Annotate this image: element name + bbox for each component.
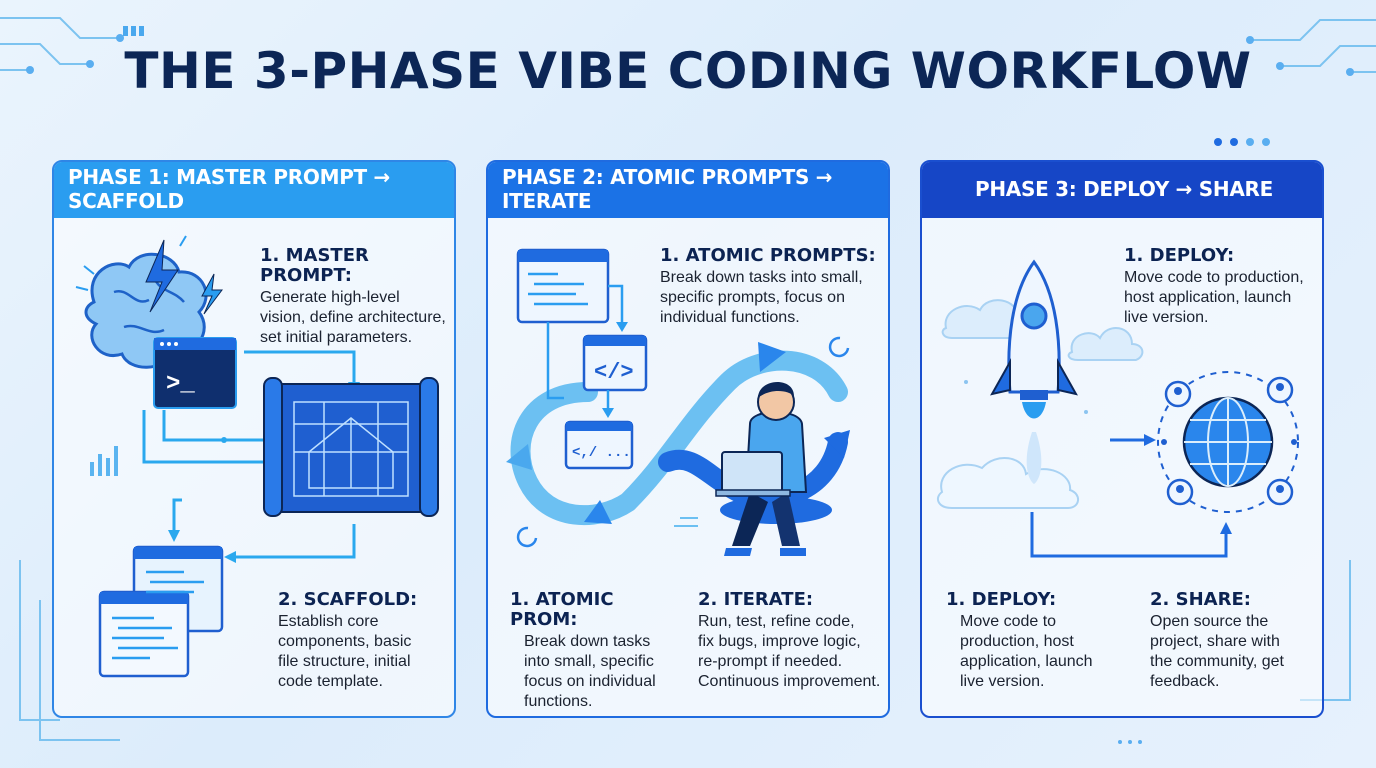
refresh-icon	[516, 336, 850, 548]
step-line: project, share with	[1150, 633, 1280, 650]
phase-3-illustration	[936, 259, 1299, 558]
step-line: functions.	[524, 693, 593, 710]
phase-3-header: PHASE 3: DEPLOY → SHARE	[922, 162, 1322, 218]
terminal-prompt: >_	[166, 371, 195, 398]
step-line: Run, test, refine code,	[698, 613, 855, 630]
step-line: application, launch	[960, 653, 1093, 670]
phase-2-step-1b: 1. ATOMIC PROM: Break down tasks into sm…	[510, 590, 680, 712]
step-line: Continuous improvement.	[698, 673, 881, 690]
step-line: set initial parameters.	[260, 329, 413, 346]
globe-network-icon	[1157, 371, 1299, 513]
step-line: specific prompts, focus on	[660, 289, 845, 306]
phase-3-step-1b: 1. DEPLOY: Move code to production, host…	[946, 590, 1116, 692]
code-tag: </>	[594, 360, 634, 385]
phase-1-illustration: >_	[75, 235, 439, 678]
step-heading: 1. MASTER PROMPT:	[260, 245, 369, 286]
step-heading: 2. SHARE:	[1150, 589, 1251, 610]
step-line: vision, define architecture,	[260, 309, 446, 326]
step-line: code template.	[278, 673, 383, 690]
step-heading: 1. DEPLOY:	[1124, 245, 1235, 266]
page-title: THE 3-PHASE VIBE CODING WORKFLOW	[124, 42, 1252, 100]
code-documents-icon	[98, 545, 224, 678]
phase-1-header: PHASE 1: MASTER PROMPT → SCAFFOLD	[54, 162, 454, 218]
step-heading: 1. DEPLOY:	[946, 589, 1057, 610]
step-line: Generate high-level	[260, 289, 400, 306]
phase-3-step-2: 2. SHARE: Open source the project, share…	[1150, 589, 1322, 692]
step-line: host application, launch	[1124, 289, 1292, 306]
step-line: feedback.	[1150, 673, 1220, 690]
phase-2-step-1: 1. ATOMIC PROMPTS: Break down tasks into…	[660, 245, 888, 328]
step-line: fix bugs, improve logic,	[698, 633, 861, 650]
cloud-icons	[936, 299, 1144, 509]
phase-2-step-2: 2. ITERATE: Run, test, refine code, fix …	[698, 589, 888, 692]
step-heading: 1. ATOMIC PROM:	[510, 589, 614, 630]
phase-2-illustration: </> <,/ ...	[506, 248, 850, 556]
step-line: re-prompt if needed.	[698, 653, 843, 670]
lightning-icon	[145, 239, 179, 313]
step-line: Move code to production,	[1124, 269, 1304, 286]
step-heading: 1. ATOMIC PROMPTS:	[660, 245, 876, 266]
phase-3-panel: PHASE 3: DEPLOY → SHARE 1. DEPLOY: Move …	[920, 160, 1324, 718]
step-line: components, basic	[278, 633, 412, 650]
arrow-icons	[506, 342, 850, 524]
step-line: production, host	[960, 633, 1074, 650]
step-line: live version.	[960, 673, 1045, 690]
step-line: Establish core	[278, 613, 379, 630]
step-line: focus on individual	[524, 673, 656, 690]
lightning-icon-small	[201, 273, 223, 315]
step-line: Break down tasks	[524, 633, 651, 650]
code-window-icon	[516, 248, 610, 324]
rocket-icon	[990, 259, 1078, 484]
code-tag-small: <,/ ...	[572, 445, 631, 461]
step-heading: 2. SCAFFOLD:	[278, 589, 418, 610]
phase-2-header: PHASE 2: ATOMIC PROMPTS → ITERATE	[488, 162, 888, 218]
step-line: Open source the	[1150, 613, 1269, 630]
step-line: live version.	[1124, 309, 1209, 326]
phase-2-panel: </> <,/ ... PHASE 2: ATOMIC PROMPTS → IT…	[486, 160, 890, 718]
step-line: into small, specific	[524, 653, 654, 670]
step-line: individual functions.	[660, 309, 800, 326]
phase-3-step-1: 1. DEPLOY: Move code to production, host…	[1124, 245, 1322, 328]
step-line: Break down tasks into small,	[660, 269, 863, 286]
step-heading: 2. ITERATE:	[698, 589, 814, 610]
phase-1-panel: >_ PHASE 1: MAS	[52, 160, 456, 718]
step-line: the community, get	[1150, 653, 1284, 670]
phase-1-step-2: 2. SCAFFOLD: Establish core components, …	[278, 590, 454, 692]
blueprint-icon	[263, 377, 439, 517]
phase-1-step-1: 1. MASTER PROMPT: Generate high-level vi…	[260, 245, 454, 348]
step-line: Move code to	[960, 613, 1057, 630]
step-line: file structure, initial	[278, 653, 411, 670]
developer-with-laptop-icon	[715, 381, 832, 556]
